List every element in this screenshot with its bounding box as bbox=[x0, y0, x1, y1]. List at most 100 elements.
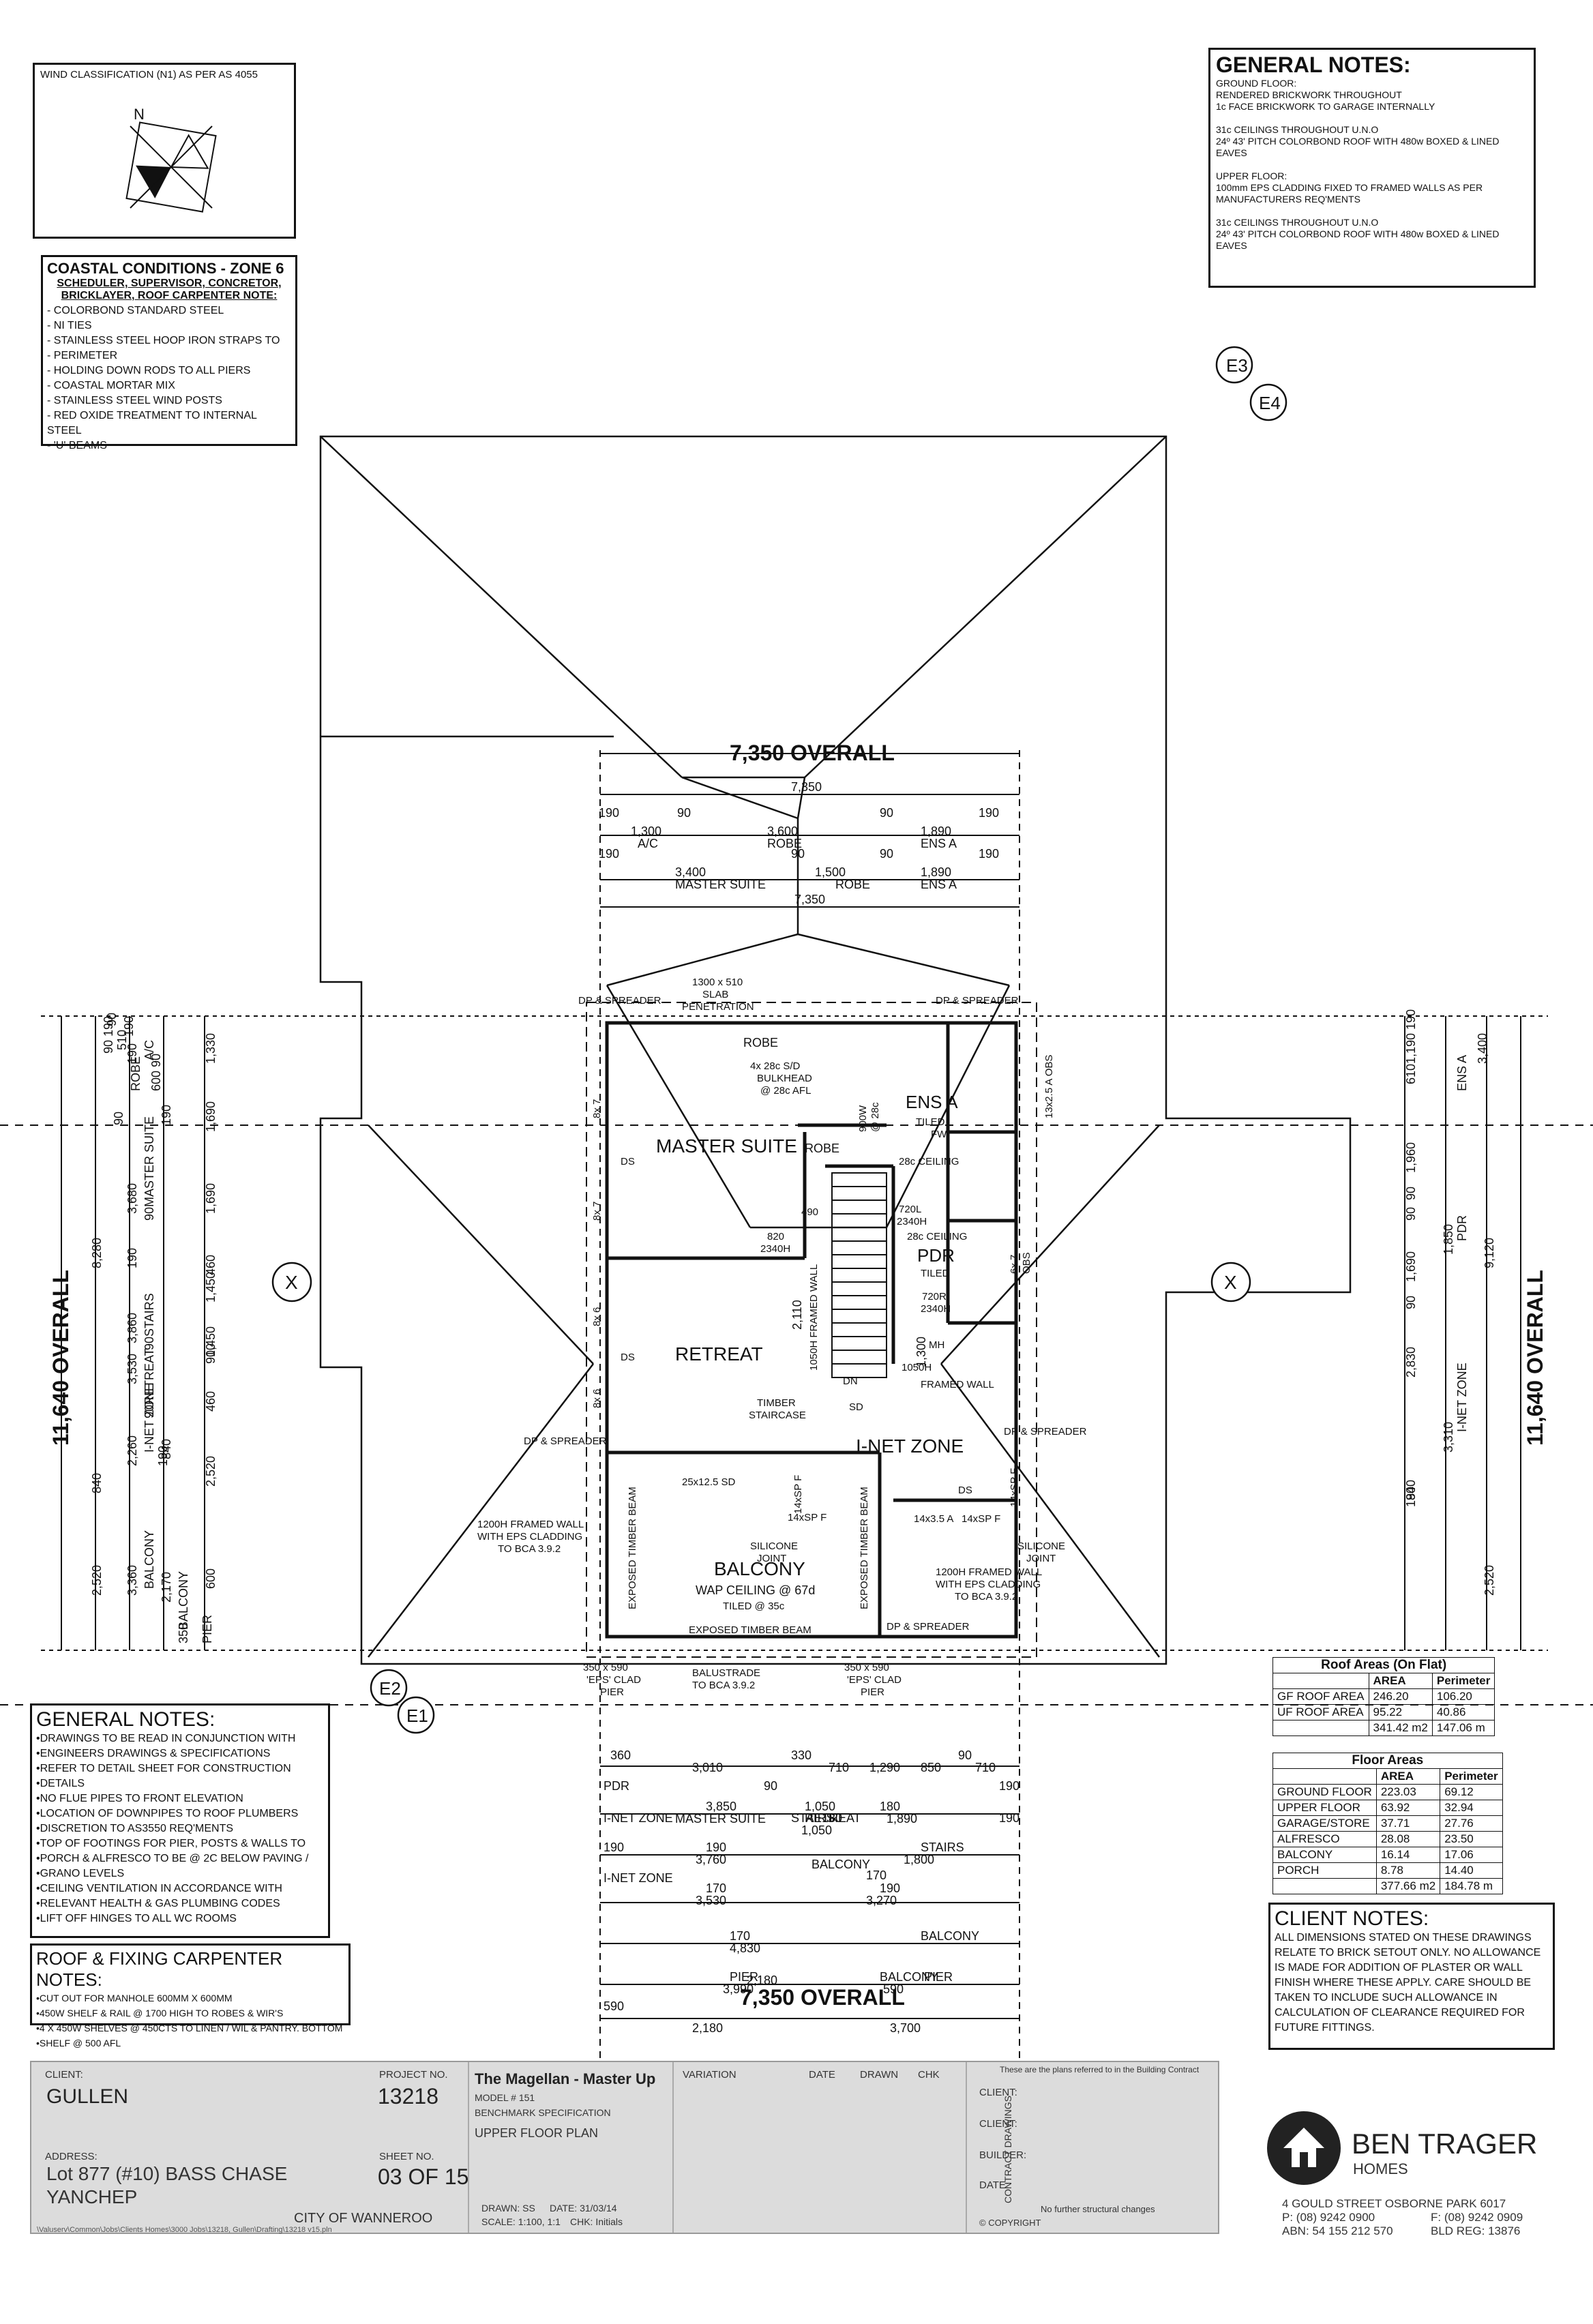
spec-name: BENCHMARK SPECIFICATION bbox=[475, 2107, 611, 2118]
table-header: Perimeter bbox=[1431, 1673, 1495, 1689]
brand-sub: HOMES bbox=[1353, 2160, 1408, 2177]
general-top-lines: GROUND FLOOR:RENDERED BRICKWORK THROUGHO… bbox=[1216, 78, 1528, 252]
list-item: •SHELF @ 500 AFL bbox=[36, 2038, 121, 2049]
note-line: UPPER FLOOR: bbox=[1216, 170, 1287, 181]
contract-client-1: CLIENT: bbox=[979, 2087, 1017, 2098]
overall-bottom: 7,350 OVERALL bbox=[740, 1985, 905, 2010]
elevation-e2-icon bbox=[370, 1669, 408, 1707]
variation-date: DATE bbox=[809, 2069, 835, 2081]
list-item: •TOP OF FOOTINGS FOR PIER, POSTS & WALLS… bbox=[36, 1838, 306, 1849]
list-item: - NI TIES bbox=[47, 320, 92, 331]
note-dp-ml: DP & SPREADER bbox=[524, 1435, 607, 1447]
note-2340h-c: 2340H bbox=[921, 1303, 951, 1315]
dimension-label: 90 bbox=[880, 847, 893, 861]
room-robe-2: ROBE bbox=[805, 1142, 839, 1155]
note-1050h: 1050H bbox=[902, 1362, 932, 1373]
dimension-label: 3,680 bbox=[125, 1183, 139, 1214]
dimension-label: 1,290 bbox=[869, 1761, 900, 1774]
note-2340h: 2340H bbox=[760, 1243, 790, 1255]
note-exposed-beam: EXPOSED TIMBER BEAM bbox=[689, 1624, 812, 1636]
dimension-label: I-NET ZONE bbox=[143, 1383, 156, 1452]
note-2110: 2,110 bbox=[790, 1300, 804, 1330]
general-top-title: GENERAL NOTES: bbox=[1216, 53, 1411, 77]
roof-notes-list: •CUT OUT FOR MANHOLE 600mm x 600mm •450w … bbox=[36, 1991, 344, 2051]
list-item: - COLORBOND STANDARD STEEL bbox=[47, 305, 224, 316]
client-notes: CLIENT NOTES: ALL DIMENSIONS STATED ON T… bbox=[1268, 1903, 1555, 2050]
note-25sd: 25x12.5 SD bbox=[682, 1476, 736, 1488]
list-item: •CUT OUT FOR MANHOLE 600mm x 600mm bbox=[36, 1993, 233, 2003]
dimension-label: 90 bbox=[149, 1054, 163, 1067]
dimension-label: 2,180 bbox=[747, 1973, 777, 1987]
dimension-label: 190 bbox=[1404, 1009, 1418, 1030]
dimension-label: 3,530 bbox=[696, 1894, 726, 1907]
dimension-label: 170 bbox=[706, 1881, 726, 1895]
table-cell: 184.78 m bbox=[1440, 1878, 1503, 1894]
dimension-lines bbox=[0, 750, 1593, 2073]
brand-abn: ABN: 54 155 212 570 bbox=[1282, 2224, 1393, 2237]
note-line: EAVES bbox=[1216, 240, 1247, 251]
list-item: TAKEN TO INCLUDE SUCH ALLOWANCE IN bbox=[1275, 1992, 1498, 2003]
dimension-label: 90 bbox=[677, 806, 691, 820]
overall-top: 7,350 OVERALL bbox=[730, 741, 895, 765]
project-label: PROJECT No. bbox=[379, 2069, 448, 2081]
north-label: N bbox=[134, 106, 145, 123]
note-ds-2: DS bbox=[621, 1352, 635, 1363]
dimension-label: 9,120 bbox=[1483, 1238, 1496, 1268]
note-dn: DN bbox=[843, 1375, 858, 1387]
north-arrow-icon: N bbox=[125, 106, 217, 213]
dimension-label: 1,330 bbox=[204, 1033, 218, 1064]
list-item: - 'U' BEAMS bbox=[47, 440, 107, 451]
note-1200-l-1: 1200H FRAMED WALL bbox=[477, 1519, 584, 1530]
note-720r: 720R bbox=[922, 1291, 947, 1302]
note-1200-l-2: WITH EPS CLADDING bbox=[477, 1531, 582, 1543]
dimension-label: 190 bbox=[102, 1016, 115, 1037]
note-pier-l-3: PIER bbox=[600, 1686, 624, 1698]
title-divider-3 bbox=[966, 2062, 967, 2233]
dimension-label: BALCONY bbox=[921, 1929, 979, 1943]
dimension-label: 90 bbox=[1404, 1187, 1418, 1200]
table-cell: GROUND FLOOR bbox=[1272, 1784, 1377, 1800]
dimension-label: 2,260 bbox=[125, 1435, 139, 1466]
list-item: - RED OXIDE TREATMENT TO INTERNAL STEEL bbox=[47, 410, 257, 436]
list-item: •LOCATION OF DOWNPIPES TO ROOF PLUMBERS bbox=[36, 1808, 299, 1819]
dimension-label: 3,400 bbox=[675, 865, 706, 879]
table-cell: 37.71 bbox=[1375, 1815, 1441, 1832]
list-item: •450w SHELF & RAIL @ 1700 HIGH TO ROBES … bbox=[36, 2008, 284, 2018]
dimension-label: 590 bbox=[604, 1999, 624, 2013]
table-header: Perimeter bbox=[1440, 1768, 1503, 1785]
roof-fixing-notes: ROOF & FIXING CARPENTER NOTES: •CUT OUT … bbox=[30, 1943, 351, 2049]
note-sp1: 14xSP F bbox=[788, 1512, 827, 1523]
table-cell: 27.76 bbox=[1440, 1815, 1503, 1832]
note-bulk-1: 4x 28c S/D bbox=[750, 1060, 801, 1072]
note-line: RENDERED BRICKWORK THROUGHOUT bbox=[1216, 89, 1402, 100]
note-line: 100mm EPS CLADDING FIXED TO FRAMED WALLS… bbox=[1216, 182, 1483, 193]
scale: SCALE: 1:100, 1:1 bbox=[481, 2216, 561, 2227]
list-item: CALCULATION OF CLEARANCE REQUIRED FOR bbox=[1275, 2007, 1525, 2018]
project-number: 13218 bbox=[378, 2084, 438, 2109]
coastal-list: - COLORBOND STANDARD STEEL- NI TIES- STA… bbox=[47, 303, 291, 453]
list-item: •DETAILS bbox=[36, 1778, 85, 1789]
table-cell: 16.14 bbox=[1375, 1847, 1441, 1863]
dimension-label: 90 bbox=[1404, 1296, 1418, 1309]
title-block: CLIENT: GULLEN PROJECT No. 13218 ADDRESS… bbox=[30, 2061, 1219, 2234]
dimension-label: 3,600 bbox=[767, 824, 798, 838]
dimension-label: STAIRS bbox=[143, 1293, 156, 1337]
brand-phone: P: (08) 9242 0900 bbox=[1282, 2211, 1375, 2224]
roof-outline bbox=[319, 435, 1352, 1665]
client-notes-title: CLIENT NOTES: bbox=[1275, 1907, 1429, 1930]
note-1200-r-3: TO BCA 3.9.2 bbox=[955, 1591, 1017, 1603]
note-timber: TIMBER bbox=[757, 1397, 796, 1409]
wind-box: WIND CLASSIFICATION (N1) AS PER AS 4055 … bbox=[33, 63, 296, 239]
e1-label: E1 bbox=[406, 1705, 428, 1726]
note-beam-right: EXPOSED TIMBER BEAM bbox=[859, 1487, 870, 1609]
table-cell bbox=[1272, 1720, 1369, 1736]
note-line: MANUFACTURERS REQ'MENTS bbox=[1216, 194, 1360, 205]
dimension-label: 2,520 bbox=[204, 1456, 218, 1487]
room-pdr: PDR bbox=[917, 1245, 955, 1266]
table-cell: 63.92 bbox=[1375, 1800, 1441, 1816]
room-retreat: RETREAT bbox=[675, 1343, 763, 1365]
dimension-label: 190 bbox=[125, 1043, 139, 1064]
